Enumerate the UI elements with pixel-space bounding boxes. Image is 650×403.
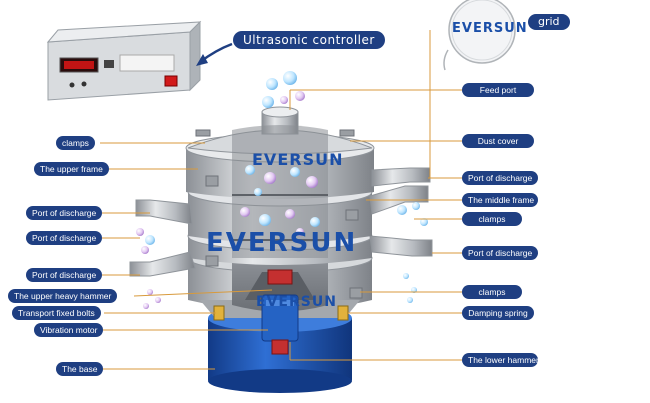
material-bubbles <box>136 71 428 309</box>
label-clamps-right-2: clamps <box>462 285 522 299</box>
label-the-middle-frame: The middle frame <box>462 193 538 207</box>
material-bubble <box>264 172 276 184</box>
material-bubble <box>407 297 413 303</box>
material-bubble <box>306 176 318 188</box>
material-bubble <box>420 218 428 226</box>
label-damping-spring: Damping spring <box>462 306 534 320</box>
label-ultrasonic-controller: Ultrasonic controller <box>233 31 385 49</box>
discharge-spout-right-lower <box>369 235 433 257</box>
label-the-lower-hammer: The lower hammer <box>462 353 539 367</box>
label-feed-port: Feed port <box>462 83 534 97</box>
inner-cone <box>245 272 315 300</box>
label-clamps-right-1: clamps <box>462 212 522 226</box>
discharge-spout-right-upper <box>371 167 431 187</box>
label-vibration-motor: Vibration motor <box>34 323 104 337</box>
material-bubble <box>290 167 300 177</box>
upper-cutaway <box>232 125 328 258</box>
label-clamps-upper-left: clamps <box>56 136 95 150</box>
grid-disc <box>443 0 516 71</box>
discharge-spout-left-middle <box>135 199 193 225</box>
material-bubble <box>283 71 297 85</box>
material-bubble <box>296 228 304 236</box>
material-bubble <box>403 273 409 279</box>
label-port-of-discharge-left-3: Port of discharge <box>26 268 103 282</box>
material-bubble <box>412 202 420 210</box>
material-bubble <box>147 289 153 295</box>
label-the-upper-frame: The upper frame <box>34 162 109 176</box>
upper-frame-brand-logo: EVERSUN <box>252 150 344 169</box>
ultrasonic-controller-device <box>46 20 202 101</box>
material-bubble <box>254 188 262 196</box>
label-port-of-discharge-left-2: Port of discharge <box>26 231 103 245</box>
grid-brand-logo: EVERSUN <box>452 21 528 36</box>
label-grid: grid <box>528 14 570 30</box>
material-bubble <box>266 78 278 90</box>
label-the-base: The base <box>56 362 104 376</box>
material-bubble <box>145 235 155 245</box>
label-port-of-discharge-left-1: Port of discharge <box>26 206 103 220</box>
clamps-illustration <box>195 129 363 299</box>
material-bubble <box>240 207 250 217</box>
material-bubble <box>397 205 407 215</box>
vibration-motor-illustration <box>261 269 299 355</box>
label-transport-fixed-bolts: Transport fixed bolts <box>12 306 101 320</box>
material-bubble <box>280 96 288 104</box>
label-port-of-discharge-right-1: Port of discharge <box>462 171 538 185</box>
label-dust-cover: Dust cover <box>462 134 534 148</box>
label-port-of-discharge-right-2: Port of discharge <box>462 246 538 260</box>
lower-frame-brand-logo: EVERSUN <box>256 294 337 310</box>
middle-frame-brand-logo: EVERSUN <box>206 228 358 258</box>
material-bubble <box>155 297 161 303</box>
controller-arrow-head <box>196 54 208 66</box>
material-bubble <box>262 96 274 108</box>
material-bubble <box>136 228 144 236</box>
material-bubble <box>245 165 255 175</box>
discharge-spout-left-lower <box>129 251 196 277</box>
material-bubble <box>310 217 320 227</box>
label-the-upper-heavy-hammer: The upper heavy hammer <box>8 289 118 303</box>
material-bubble <box>141 246 149 254</box>
leader-lines <box>100 30 462 370</box>
material-bubble <box>285 209 295 219</box>
material-bubble <box>143 303 149 309</box>
material-bubble <box>295 91 305 101</box>
material-bubble <box>259 214 271 226</box>
